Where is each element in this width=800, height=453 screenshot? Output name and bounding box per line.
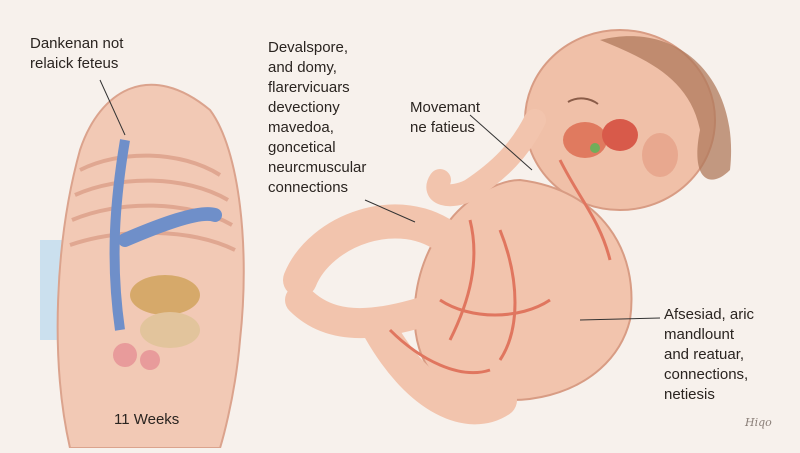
left-torso-figure [40,79,245,449]
label-middle: Devalspore, and domy, flarervicuars deve… [268,39,367,196]
organ-detail [563,122,607,158]
label-top-left: Dankenan not relaick feteus [30,35,124,72]
pointer-line-middle [364,199,416,223]
pointer-line-top-left [99,79,126,136]
intestine-organ [140,312,200,348]
pointer-line-movement [469,114,533,171]
kidney-organ [113,343,137,367]
torso-silhouette [56,83,245,449]
label-right: Afsesiad, aric mandlount and reatuar, co… [664,306,755,403]
liver-organ [130,275,200,315]
label-movement: Movemant ne fatieus [410,99,481,136]
fetus-ear [642,133,678,177]
pointer-line-right [579,317,661,321]
fetus-figure [283,29,732,425]
blue-vessel-main [109,139,130,331]
fetus-eye [567,97,599,105]
organ-detail-2 [602,119,638,151]
blue-vessel-branch [118,207,222,247]
kidney-organ-2 [140,350,160,370]
fetus-thigh [363,313,517,425]
organ-detail-green [590,143,600,153]
signature: Hiqo [745,416,772,429]
fetus-arm [426,109,546,207]
fetus-hair [600,36,732,180]
muscle-connections [388,159,612,375]
fetus-leg-upper [283,204,467,297]
label-weeks: 11 Weeks [114,411,180,428]
